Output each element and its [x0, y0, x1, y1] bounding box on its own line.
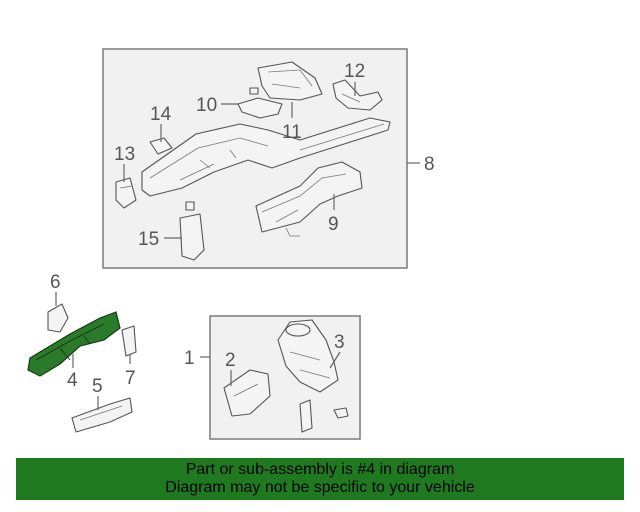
banner-line-1: Part or sub-assembly is #4 in diagram: [185, 461, 455, 478]
callout-10[interactable]: 10: [196, 95, 217, 116]
callout-14[interactable]: 14: [150, 104, 172, 125]
callout-4[interactable]: 4: [67, 370, 78, 391]
callout-6[interactable]: 6: [50, 272, 61, 293]
callout-2[interactable]: 2: [225, 350, 236, 371]
callout-3[interactable]: 3: [334, 332, 345, 353]
leader-3: [329, 351, 341, 369]
callout-9[interactable]: 9: [328, 214, 339, 235]
part-2[interactable]: [223, 369, 271, 417]
part-7[interactable]: [121, 325, 137, 357]
part-12[interactable]: [332, 79, 383, 111]
callout-12[interactable]: 12: [344, 61, 365, 82]
callout-5[interactable]: 5: [92, 376, 103, 397]
part-11[interactable]: [257, 61, 323, 101]
callout-7[interactable]: 7: [125, 368, 136, 389]
callout-8[interactable]: 8: [424, 154, 435, 175]
callout-15[interactable]: 15: [138, 229, 159, 250]
part-4-highlighted[interactable]: [27, 311, 121, 377]
part-3[interactable]: [277, 319, 339, 393]
callout-11[interactable]: 11: [282, 122, 302, 143]
callout-1[interactable]: 1: [184, 348, 195, 369]
part-15[interactable]: [179, 201, 205, 261]
part-5[interactable]: [71, 397, 133, 433]
banner-line-2: Diagram may not be specific to your vehi…: [165, 479, 475, 496]
part-9[interactable]: [255, 161, 363, 237]
callout-13[interactable]: 13: [114, 144, 135, 165]
exploded-parts-diagram: 8 1 10 11 12 14 13 9 15 6 4 7 5 2 3: [27, 48, 435, 440]
part-14[interactable]: [149, 137, 173, 155]
part-13[interactable]: [115, 177, 137, 209]
rail-assembly[interactable]: [141, 117, 391, 197]
part-6[interactable]: [47, 303, 69, 333]
info-banner: Part or sub-assembly is #4 in diagram Di…: [16, 458, 624, 500]
part-10[interactable]: [237, 87, 283, 119]
small-part-plate[interactable]: [299, 399, 349, 433]
